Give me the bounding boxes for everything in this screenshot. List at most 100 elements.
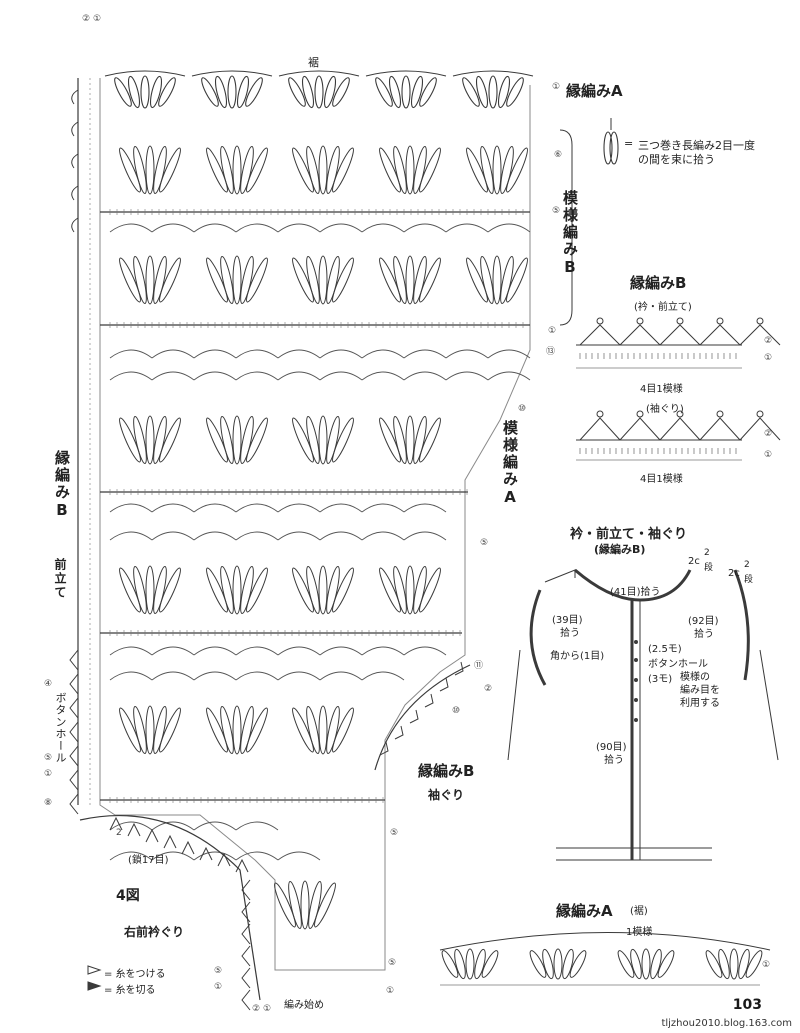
left-edging-loop <box>71 89 79 105</box>
panel-picot <box>676 317 684 325</box>
schematic-armhole-right <box>733 569 750 681</box>
row-marker: ① <box>548 326 557 336</box>
fan-petal <box>419 567 441 613</box>
fan-petal <box>153 256 167 304</box>
chain-arc <box>109 503 153 513</box>
neck-edging-zigzag <box>241 923 251 945</box>
hem-edging-petal <box>745 950 763 978</box>
row-marker: ⑧ <box>44 798 53 808</box>
fan-petal <box>159 417 181 463</box>
fan-petal <box>292 147 314 193</box>
chain-arc <box>403 531 447 541</box>
chain-arc <box>109 646 153 656</box>
chain-arc <box>235 671 279 681</box>
figure-number: 4図 <box>116 888 140 904</box>
chain-arc <box>109 223 153 233</box>
panel-zigzag <box>579 417 621 441</box>
edging-a-petal <box>149 75 163 109</box>
neck-edging-zigzag <box>127 822 141 837</box>
rows-left-num: 2 <box>704 548 710 558</box>
chain-arc <box>235 646 279 656</box>
neck-edging-zigzag <box>241 945 251 967</box>
hem-edging-petal <box>474 948 486 980</box>
row-marker: ⑤ <box>480 538 489 548</box>
fan-petal <box>326 146 340 194</box>
figure-name: 右前衿ぐり <box>124 925 185 939</box>
fan-petal <box>379 147 401 193</box>
hem-edging-petal <box>529 950 547 978</box>
fan-petal <box>480 146 494 194</box>
chain-arc <box>151 851 195 861</box>
fan-petal <box>292 567 314 613</box>
row-marker: ⑤ <box>552 206 561 216</box>
chain-arc <box>319 671 363 681</box>
panel-zigzag <box>619 324 661 346</box>
armhole-edging <box>374 664 471 771</box>
chain-arc <box>109 821 153 831</box>
hem-edging-petal <box>542 948 554 980</box>
fan-petal <box>292 417 314 463</box>
row-marker: ⑪ <box>474 661 484 671</box>
row-marker: ⑤ <box>390 828 399 838</box>
left-edging-zigzag <box>69 697 79 719</box>
fan-petal <box>246 567 268 613</box>
edging-a-petal <box>497 75 511 109</box>
left-edging-loop <box>71 153 79 169</box>
rows-left-unit: 段 <box>704 563 714 573</box>
hem-edging-title: 縁編みA <box>556 902 613 920</box>
chain-arc <box>151 503 195 513</box>
corner-label: 角から(1目) <box>550 651 605 662</box>
schematic-shoulder-left <box>544 569 576 583</box>
row-marker: ① <box>214 982 223 992</box>
fan-petal <box>306 416 320 464</box>
chain-arc <box>235 223 279 233</box>
fan-petal <box>492 145 502 195</box>
buttonhole-note-3: 利用する <box>680 698 720 709</box>
chain-arc <box>193 671 237 681</box>
buttonhole-schematic-label: ボタンホール <box>648 659 708 670</box>
fan-petal <box>300 880 310 930</box>
fan-petal <box>246 707 268 753</box>
chain-arc <box>487 223 531 233</box>
chain-arc <box>319 646 363 656</box>
fan-petal <box>332 147 354 193</box>
neck-edging-zigzag <box>145 828 159 843</box>
row-marker: ⑤ <box>214 966 223 976</box>
chain-arc <box>151 223 195 233</box>
fan-petal <box>419 257 441 303</box>
chain-arc <box>235 503 279 513</box>
panel-zigzag <box>699 417 741 441</box>
hem-label-top: 裾 <box>308 56 319 69</box>
thread-cut-legend: = 糸を切る <box>104 985 156 996</box>
fan-petal <box>466 147 488 193</box>
edging-b-repeat-armhole: 4目1模様 <box>640 474 683 485</box>
chain-arc <box>277 349 321 359</box>
edging-a-arc <box>104 70 186 77</box>
fan-petal <box>393 566 407 614</box>
fan-petal <box>405 565 415 615</box>
left-edging-zigzag <box>69 721 79 743</box>
chain-arc <box>277 671 321 681</box>
chain-arc <box>193 223 237 233</box>
fan-petal <box>246 417 268 463</box>
hem-edging-arc <box>439 932 771 951</box>
fan-petal <box>318 255 328 305</box>
edging-a-petal <box>114 77 132 107</box>
fan-petal <box>153 146 167 194</box>
hem-edging-petal <box>650 948 662 980</box>
fan-petal <box>332 567 354 613</box>
edging-a-petal <box>301 75 315 109</box>
fan-petal <box>274 882 296 928</box>
hem-edging-petal <box>617 950 635 978</box>
fan-petal <box>318 705 328 755</box>
neck-edging-zigzag <box>163 834 177 849</box>
legend-text-2: の間を束に拾う <box>638 153 715 166</box>
fan-petal <box>492 255 502 305</box>
fan-petal <box>332 707 354 753</box>
panel-zigzag <box>659 324 701 346</box>
cut-thread-symbol <box>87 981 102 991</box>
buttonhole-label-left: ボタンホール <box>54 692 67 764</box>
fan-petal <box>119 147 141 193</box>
buttonhole-note-1: 模様の <box>680 672 710 683</box>
fan-petal <box>206 567 228 613</box>
